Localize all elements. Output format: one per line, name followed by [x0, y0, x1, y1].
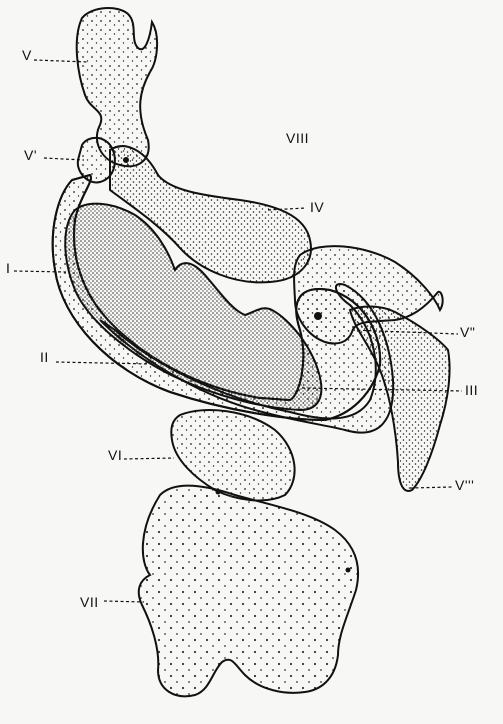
dark-mark	[346, 568, 351, 573]
shape-V-triple-prime	[350, 306, 450, 491]
svg-text:II: II	[40, 349, 49, 365]
svg-text:V': V'	[24, 147, 37, 163]
label-V-prime: V'	[24, 147, 84, 163]
dark-mark	[314, 312, 322, 320]
dark-mark	[123, 157, 129, 163]
dark-mark	[216, 490, 221, 495]
svg-text:V": V"	[460, 324, 475, 340]
svg-text:I: I	[6, 260, 10, 276]
svg-text:V: V	[22, 47, 32, 63]
svg-text:VIII: VIII	[286, 130, 309, 146]
label-VI: VI	[108, 447, 174, 463]
svg-text:III: III	[465, 382, 478, 398]
svg-text:VII: VII	[80, 594, 99, 610]
svg-text:V''': V'''	[455, 477, 474, 493]
label-VIII: VIII	[286, 130, 309, 146]
label-VII: VII	[80, 594, 144, 610]
svg-text:IV: IV	[310, 199, 324, 215]
shape-VII	[139, 486, 358, 697]
svg-text:VI: VI	[108, 447, 122, 463]
